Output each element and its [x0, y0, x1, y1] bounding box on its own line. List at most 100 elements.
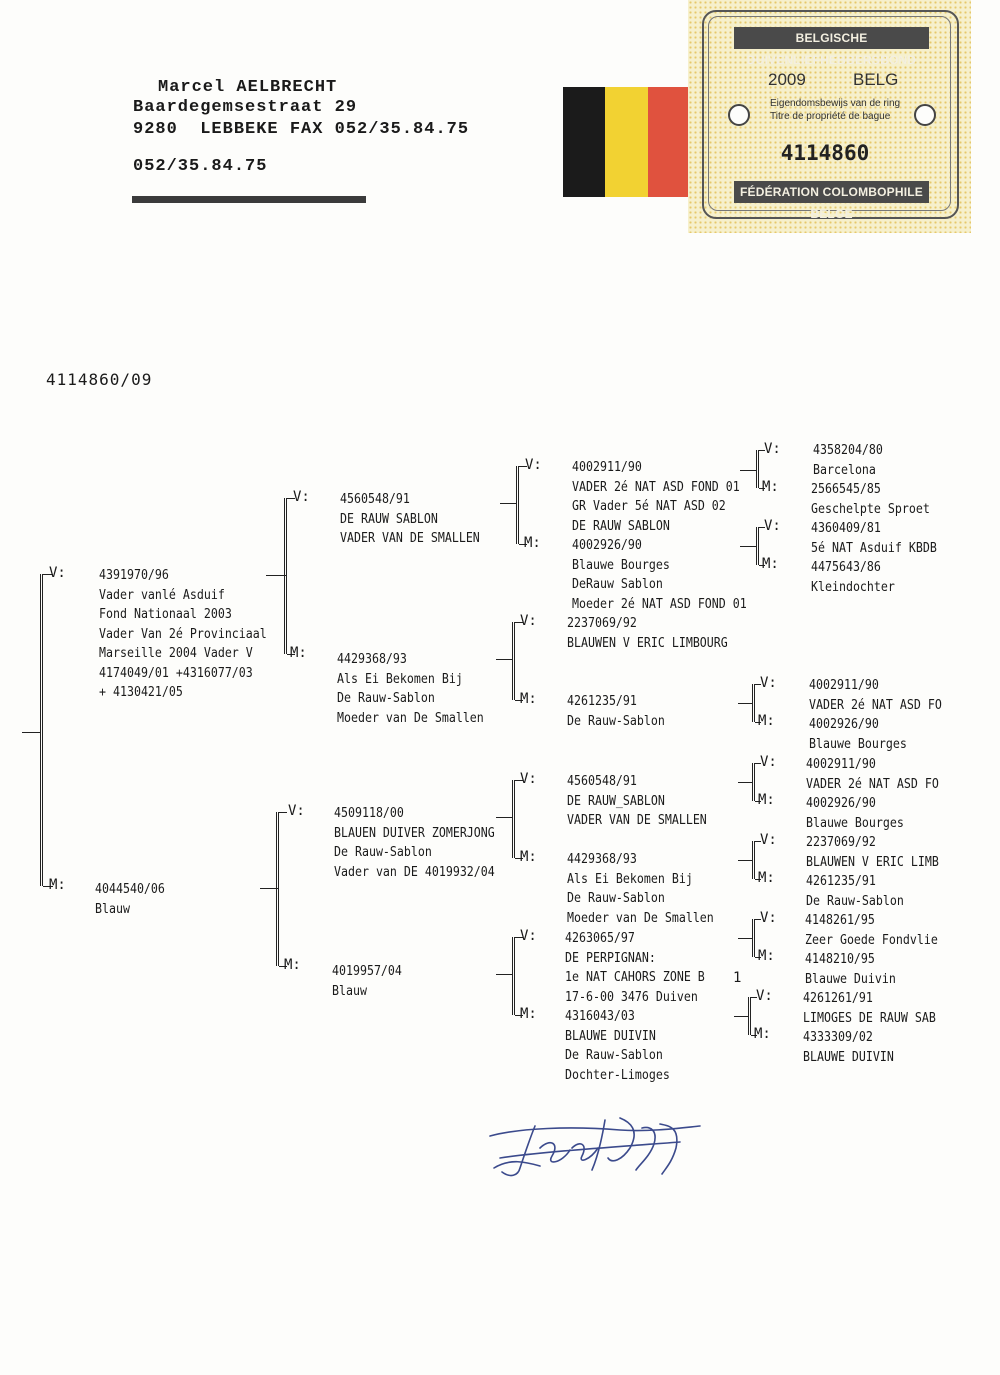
pedigree-line: 4333309/02: [803, 1029, 873, 1045]
connector: [515, 937, 523, 938]
pedigree-line: LIMOGES DE RAUW SAB: [803, 1009, 936, 1026]
pedigree-line: 4316043/03: [565, 1008, 635, 1024]
punch-hole-left: [728, 104, 750, 126]
pedigree-line: DE PERPIGNAN:: [565, 949, 656, 966]
pedigree-line: GR Vader 5é NAT ASD 02: [572, 498, 726, 514]
card-frame: [702, 10, 959, 219]
label-mother: M:: [762, 556, 779, 572]
card-frame-inner: [708, 16, 951, 211]
label-mother: M:: [758, 713, 775, 729]
connector: [515, 700, 523, 701]
label-mother: M:: [758, 948, 775, 964]
connector: [738, 938, 752, 939]
pedigree-line: 5é NAT Asduif KBDB: [811, 539, 937, 556]
bracket-gen3-c: [512, 780, 515, 858]
belgian-flag: [563, 87, 691, 197]
pedigree-line: 4002911/90: [572, 459, 642, 475]
pedigree-line: BLAUEN DUIVER ZOMERJONG: [334, 824, 495, 841]
ring-certificate-card: BELGISCHE DUIVENLIEFHEBBERSBOND 2009 BEL…: [688, 0, 971, 233]
card-country: BELG: [853, 70, 899, 89]
pedigree-line: VADER 2é NAT ASD FOND 01: [572, 478, 740, 495]
pedigree-line: Blauw: [332, 982, 367, 999]
pedigree-line: 4560548/91: [567, 773, 637, 789]
pedigree-line: Fond Nationaal 2003: [99, 606, 232, 622]
connector: [755, 684, 761, 685]
connector: [496, 659, 512, 660]
header-underline: [132, 196, 366, 203]
connector: [755, 841, 761, 842]
card-line2: Titre de propriété de bague: [770, 111, 891, 122]
pedigree-line: BLAUWE DUIVIN: [565, 1027, 656, 1044]
pedigree-line: 4263065/97: [565, 930, 635, 946]
connector: [43, 886, 53, 887]
label-father: V:: [520, 771, 537, 787]
connector: [500, 503, 516, 504]
pigeon-ring-id: 4114860/09: [46, 370, 153, 389]
pedigree-line: VADER 2é NAT ASD FO: [809, 696, 942, 713]
connector: [287, 498, 295, 499]
pedigree-line: Als Ei Bekomen Bij: [337, 670, 463, 687]
bracket-gen4: [756, 527, 759, 565]
pedigree-line: 4261235/91: [806, 873, 876, 889]
pedigree-line: 4148210/95: [805, 951, 875, 967]
pedigree-line: BLAUWEN V ERIC LIMB: [806, 853, 939, 870]
pedigree-line: 4002926/90: [572, 537, 642, 553]
punch-hole-right: [914, 104, 936, 126]
connector: [751, 997, 757, 998]
pedigree-line: Blauw: [95, 900, 130, 917]
bracket-gen4: [752, 919, 755, 957]
bracket-gen4: [752, 841, 755, 879]
connector: [755, 801, 761, 802]
label-father: V:: [288, 803, 305, 819]
pedigree-line: Barcelona: [813, 461, 876, 478]
pedigree-line: VADER 2é NAT ASD FO: [806, 775, 939, 792]
connector: [759, 488, 765, 489]
pedigree-line: DE RAUW_SABLON: [567, 792, 665, 809]
label-mother: M:: [524, 535, 541, 551]
pedigree-line: Dochter-Limoges: [565, 1066, 670, 1083]
pedigree-line: 17-6-00 3476 Duiven: [565, 988, 698, 1005]
connector: [496, 817, 512, 818]
card-line1: Eigendomsbewijs van de ring: [770, 98, 901, 109]
bracket-gen3-d: [512, 937, 515, 1015]
bracket-gen2-b: [276, 812, 279, 966]
card-bottom-band: FÉDÉRATION COLOMBOPHILE BELGE: [734, 181, 929, 221]
pedigree-line: Als Ei Bekomen Bij: [567, 870, 693, 887]
pedigree-line: Blauwe Duivin: [805, 970, 896, 987]
label-mother: M:: [520, 691, 537, 707]
pedigree-line: 4002911/90: [809, 677, 879, 693]
card-ring-number: 4114860: [780, 141, 870, 165]
label-father: V:: [49, 565, 66, 581]
pedigree-line: 4002926/90: [809, 716, 879, 732]
connector: [519, 466, 527, 467]
connector: [22, 732, 40, 733]
connector: [738, 860, 752, 861]
pedigree-line: VADER VAN DE SMALLEN: [567, 812, 707, 828]
pedigree-line: DE RAUW SABLON: [340, 510, 438, 527]
connector: [740, 546, 756, 547]
pedigree-line: 1e NAT CAHORS ZONE B: [565, 969, 705, 985]
pedigree-line: 4358204/80: [813, 442, 883, 458]
label-mother: M:: [520, 1006, 537, 1022]
pedigree-line: Blauwe Bourges: [809, 735, 907, 752]
connector: [759, 527, 765, 528]
connector: [740, 470, 756, 471]
breeder-city-fax: 9280 LEBBEKE FAX 052/35.84.75: [133, 120, 470, 139]
bracket-gen4: [756, 450, 759, 488]
pedigree-line: 4475643/86: [811, 559, 881, 575]
side-mark: 1: [733, 970, 742, 986]
label-mother: M:: [284, 957, 301, 973]
pedigree-line: De Rauw-Sablon: [334, 844, 432, 860]
label-father: V:: [760, 754, 777, 770]
